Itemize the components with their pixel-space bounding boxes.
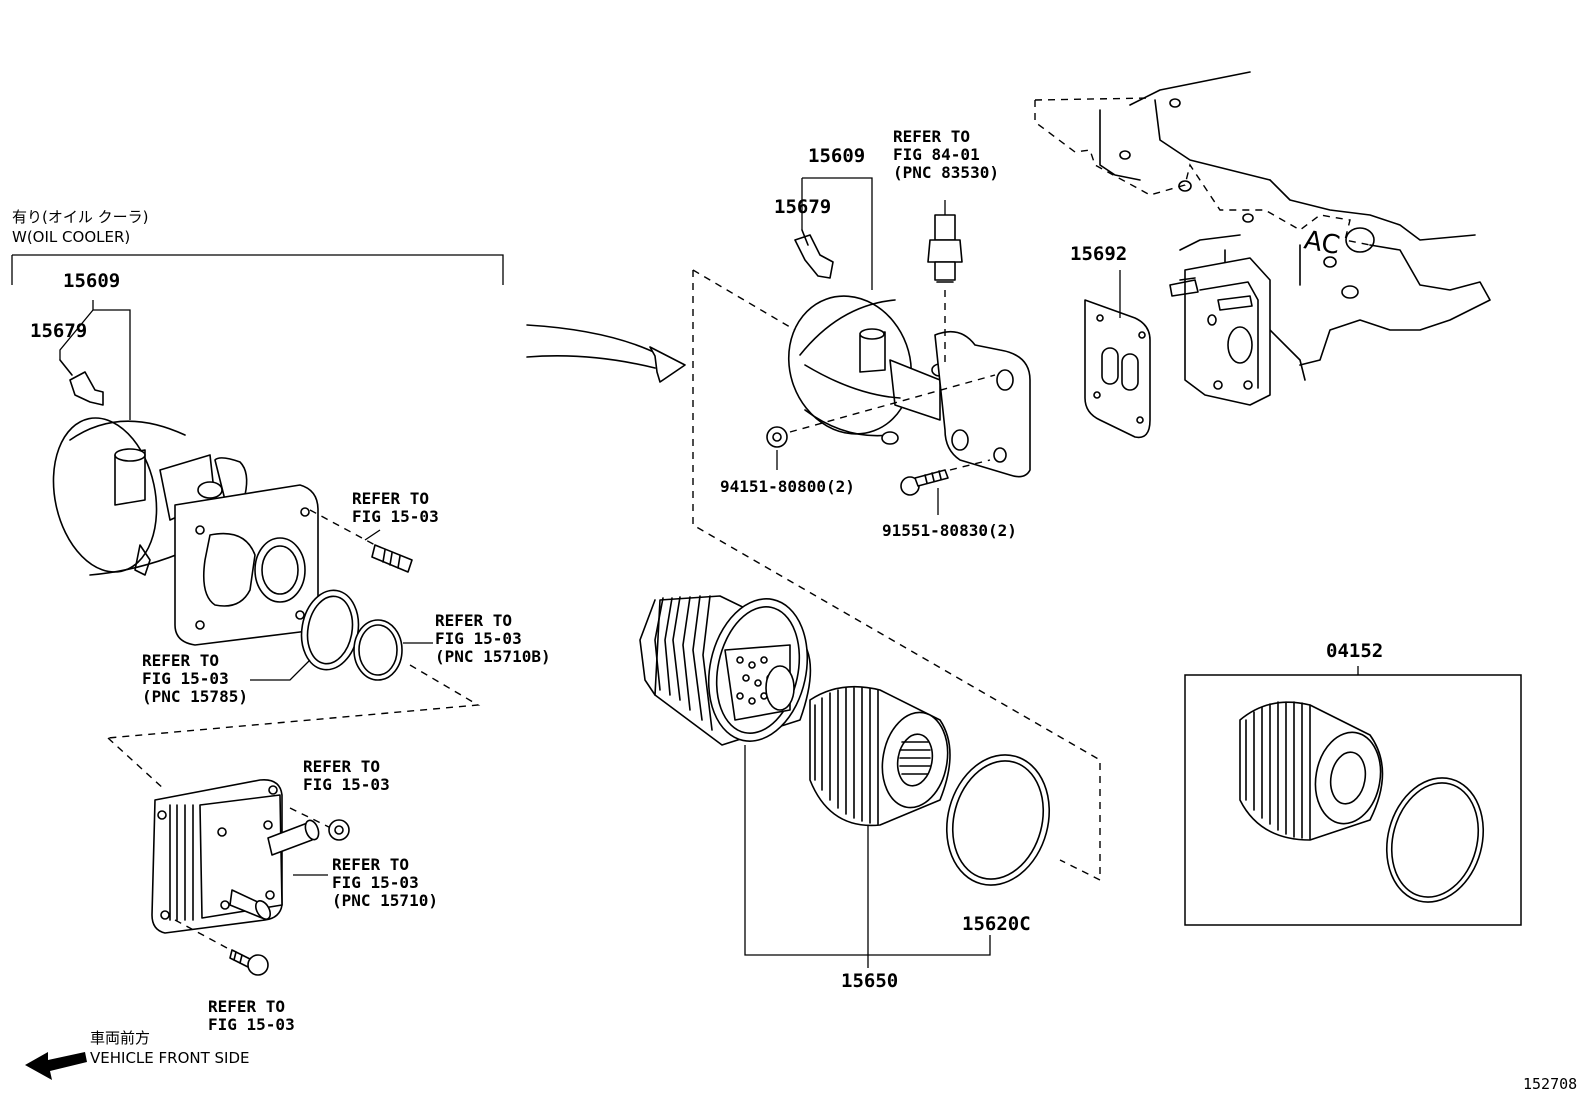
gasket-15785	[300, 589, 360, 671]
ref-oring-15710b[interactable]: REFER TO FIG 15-03 (PNC 15710B)	[435, 612, 551, 666]
filter-housing-right	[787, 177, 1031, 478]
filter-cap	[639, 595, 812, 746]
filter-housing-left	[11, 254, 504, 646]
engine-marking: AC	[1302, 225, 1342, 261]
ref-cooler-line-1: REFER TO	[332, 855, 410, 874]
ref-gasket-line-3: (PNC 15785)	[142, 687, 248, 706]
ref-switch-line-1: REFER TO	[893, 127, 971, 146]
oil-cooler-note: 有り(オイル クーラ) W(OIL COOLER)	[12, 207, 148, 247]
ref-stud-line-1: REFER TO	[352, 489, 430, 508]
ref-oring-line-1: REFER TO	[435, 611, 513, 630]
part-number-15692[interactable]: 15692	[1070, 243, 1128, 265]
part-number-15679-left[interactable]: 15679	[30, 320, 88, 342]
ref-stud[interactable]: REFER TO FIG 15-03	[352, 490, 439, 526]
ref-gasket-line-2: FIG 15-03	[142, 669, 229, 688]
part-number-15650[interactable]: 15650	[841, 970, 899, 992]
ref-cooler-line-2: FIG 15-03	[332, 873, 419, 892]
part-number-94151[interactable]: 94151-80800(2)	[720, 477, 855, 496]
oil-cooler-note-jp: 有り(オイル クーラ)	[12, 208, 149, 226]
oil-cooler-note-en: W(OIL COOLER)	[12, 228, 131, 246]
ref-cooler-nut-line-2: FIG 15-03	[303, 775, 390, 794]
ref-cooler-nut[interactable]: REFER TO FIG 15-03	[303, 758, 390, 794]
ref-cooler-15710[interactable]: REFER TO FIG 15-03 (PNC 15710)	[332, 856, 438, 910]
ref-pressure-switch[interactable]: REFER TO FIG 84-01 (PNC 83530)	[893, 128, 999, 182]
oring-15710b	[353, 619, 403, 681]
filter-element	[809, 685, 951, 827]
part-number-15609-left[interactable]: 15609	[63, 270, 121, 292]
ref-oring-line-3: (PNC 15710B)	[435, 647, 551, 666]
vehicle-front-en: VEHICLE FRONT SIDE	[90, 1049, 250, 1067]
ref-oring-line-2: FIG 15-03	[435, 629, 522, 648]
part-number-04152[interactable]: 04152	[1326, 640, 1384, 662]
ref-switch-line-2: FIG 84-01	[893, 145, 980, 164]
ref-cooler-nut-line-1: REFER TO	[303, 757, 381, 776]
figure-number: 152708	[1523, 1075, 1578, 1093]
gasket-15692	[1084, 299, 1151, 439]
part-number-15620c[interactable]: 15620C	[962, 913, 1031, 935]
oring-15620c	[945, 754, 1051, 886]
ref-switch-line-3: (PNC 83530)	[893, 163, 999, 182]
vehicle-front-note: 車両前方 VEHICLE FRONT SIDE	[90, 1028, 250, 1068]
gasket-94151	[766, 374, 996, 470]
kit-04152	[1184, 666, 1522, 926]
front-arrow-icon	[25, 1052, 87, 1080]
ref-cooler-line-3: (PNC 15710)	[332, 891, 438, 910]
cooler-bolt	[229, 949, 269, 976]
stud-bolt	[309, 509, 413, 573]
part-number-91551[interactable]: 91551-80830(2)	[882, 521, 1017, 540]
cooler-nut	[328, 819, 350, 841]
transfer-arrow-icon	[526, 324, 686, 383]
part-number-15679-right[interactable]: 15679	[774, 196, 832, 218]
ref-cooler-bolt[interactable]: REFER TO FIG 15-03	[208, 998, 295, 1034]
ref-gasket-15785[interactable]: REFER TO FIG 15-03 (PNC 15785)	[142, 652, 248, 706]
oil-cooler	[151, 778, 336, 956]
ref-gasket-line-1: REFER TO	[142, 651, 220, 670]
engine-block: AC	[1034, 71, 1491, 406]
part-number-15609-right[interactable]: 15609	[808, 145, 866, 167]
vehicle-front-jp: 車両前方	[90, 1029, 151, 1047]
ref-cooler-bolt-line-1: REFER TO	[208, 997, 286, 1016]
bolt-91551	[900, 459, 991, 515]
oil-pressure-switch	[927, 214, 963, 365]
ref-stud-line-2: FIG 15-03	[352, 507, 439, 526]
ref-cooler-bolt-line-2: FIG 15-03	[208, 1015, 295, 1034]
